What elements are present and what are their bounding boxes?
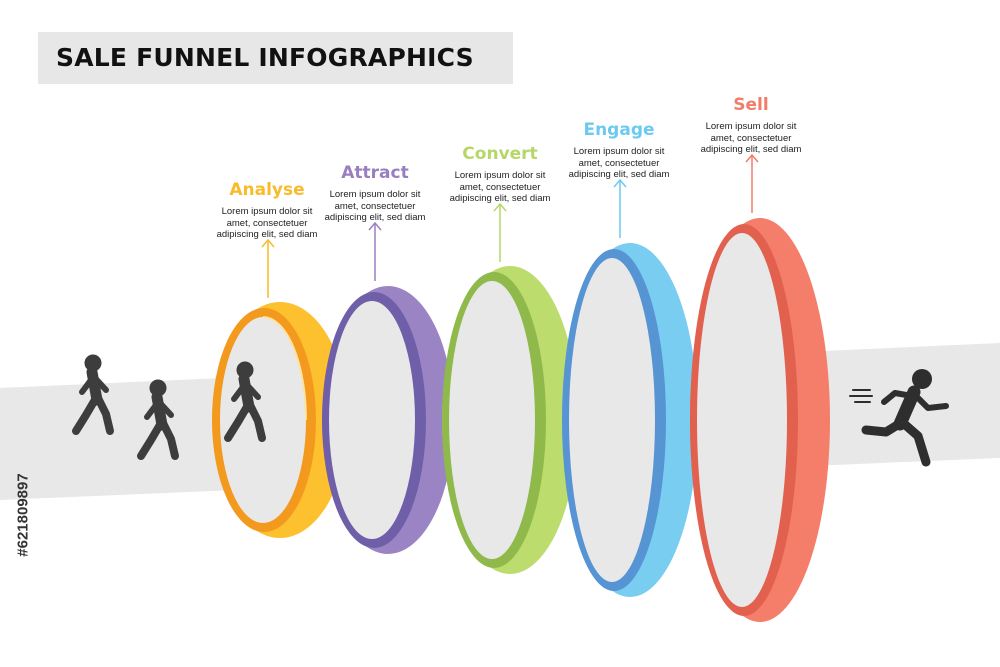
stage-description: amet, consectetuer [226, 217, 308, 229]
stage-description: adipiscing elit, sed diam [216, 229, 318, 240]
label-engage: Engage Lorem ipsum dolor sit amet, conse… [569, 120, 670, 181]
stock-id-watermark: #621809897 [13, 430, 33, 600]
stage-description: amet, consectetuer [334, 200, 416, 212]
label-analyse: Analyse Lorem ipsum dolor sit amet, cons… [217, 180, 318, 241]
stage-title: Engage [583, 120, 655, 140]
stage-description: adipiscing elit, sed diam [324, 212, 426, 223]
ring-sell [690, 218, 830, 622]
running-person-icon [849, 369, 949, 467]
stage-description: Lorem ipsum dolor sit [705, 121, 797, 132]
connector-attract [368, 221, 382, 281]
page-title: SALE FUNNEL INFOGRAPHICS [56, 43, 474, 72]
ring-convert [442, 266, 578, 574]
stage-title: Convert [462, 144, 538, 164]
stage-description: amet, consectetuer [578, 157, 660, 169]
stage-title: Sell [733, 95, 769, 115]
stage-description: Lorem ipsum dolor sit [329, 189, 421, 200]
connector-analyse [261, 238, 275, 298]
ring-engage [562, 243, 698, 597]
connector-sell [745, 153, 759, 213]
stage-description: Lorem ipsum dolor sit [573, 146, 665, 157]
label-attract: Attract Lorem ipsum dolor sit amet, cons… [325, 163, 426, 224]
label-sell: Sell Lorem ipsum dolor sit amet, consect… [701, 95, 802, 156]
connector-engage [613, 178, 627, 238]
stage-description: adipiscing elit, sed diam [700, 144, 802, 155]
stage-description: Lorem ipsum dolor sit [454, 170, 546, 181]
label-convert: Convert Lorem ipsum dolor sit amet, cons… [450, 144, 551, 205]
stage-description: Lorem ipsum dolor sit [221, 206, 313, 217]
stage-description: amet, consectetuer [459, 181, 541, 193]
stage-description: amet, consectetuer [710, 132, 792, 144]
stage-description: adipiscing elit, sed diam [568, 169, 670, 180]
connector-convert [493, 202, 507, 262]
stock-id-text: #621809897 [14, 473, 32, 557]
stage-title: Analyse [229, 180, 305, 200]
stage-description: adipiscing elit, sed diam [449, 193, 551, 204]
title-banner: SALE FUNNEL INFOGRAPHICS [38, 32, 513, 84]
stage-title: Attract [341, 163, 409, 183]
ring-attract [322, 286, 454, 554]
